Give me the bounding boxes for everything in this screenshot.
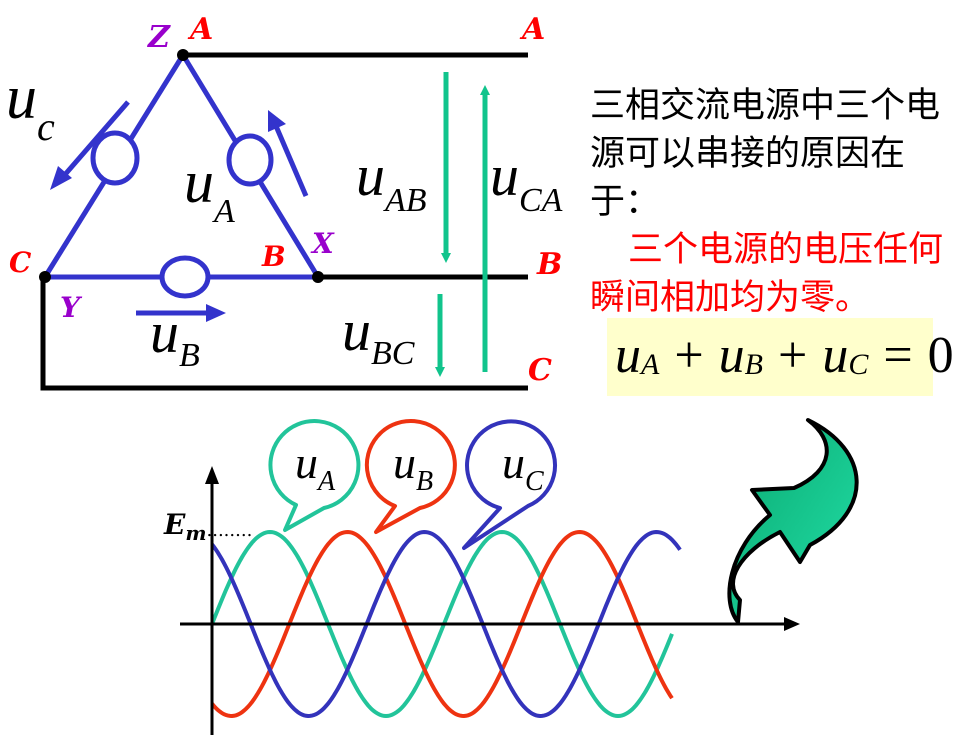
voltage-label-uc: uc [6,64,55,149]
source-circle-a [226,133,274,187]
voltage-label-uca: uCA [490,143,563,219]
x-axis-arrow [784,617,800,631]
label-y: Y [60,291,83,324]
delta-circuit: Z A A C Y B X B C uc uA uB uAB uCA uBC [6,12,563,391]
y-axis-arrow [205,466,219,484]
svg-text:uA: uA [295,437,336,497]
equation: uA + uB + uC = 0 [615,327,954,384]
curved-arrow [727,418,859,624]
wave-ua [210,529,674,719]
source-circle-c [90,130,140,186]
label-a-top: A [187,12,213,47]
wave-ub [210,529,674,719]
label-c-right: C [528,353,552,388]
node-c [39,271,51,283]
voltage-label-uab: uAB [356,143,427,219]
label-a-right: A [519,12,545,47]
callout-ua: uA [268,419,361,532]
label-z: Z [147,20,171,55]
sine-waves [210,529,682,719]
arrow-ua [273,125,309,197]
callout-ub: uB [364,419,457,534]
node-a [177,49,189,61]
voltage-label-ub: uB [150,300,200,374]
label-b-right: B [536,247,562,282]
label-c-left: C [9,246,32,279]
arrow-uc-head [50,166,72,190]
voltage-label-ubc: uBC [342,298,415,372]
explanation-line-2: 三个电源的电压任何瞬间相加均为零。 [590,230,944,318]
svg-text:uC: uC [502,437,544,497]
source-circle-b [159,255,211,299]
node-b [312,271,324,283]
callout-uc: uC [462,419,557,550]
line-c [40,275,528,391]
arrow-ub-head [206,304,226,322]
waveform-chart: Em........ uA uB uC [163,419,800,735]
svg-text:uB: uB [393,437,433,497]
voltage-label-ua: uA [184,149,235,230]
wave-uc [210,529,682,719]
explanation-line-1: 三相交流电源中三个电源可以串接的原因在于： [590,86,941,222]
arrow-ua-head [268,110,286,132]
equation-box: uA + uB + uC = 0 [607,318,954,396]
arrow-uc [60,100,130,180]
label-x: X [310,227,335,260]
explanation-text: 三相交流电源中三个电源可以串接的原因在于： 三个电源的电压任何瞬间相加均为零。 [590,82,950,322]
label-b-node: B [261,240,286,273]
em-label: Em........ [163,508,252,545]
